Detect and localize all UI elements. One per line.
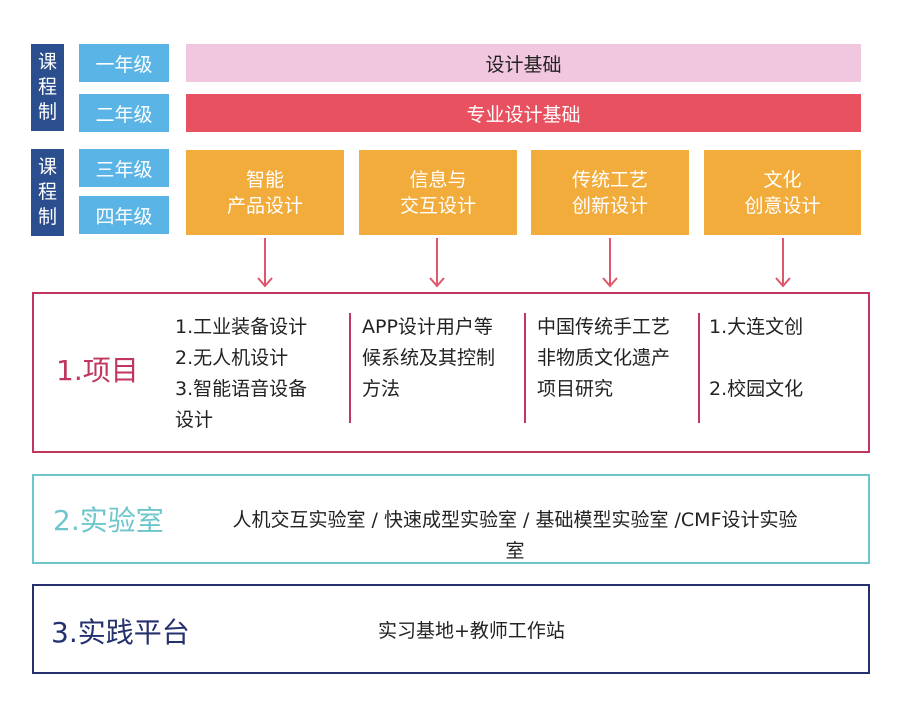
project-line: 方法 <box>362 378 401 400</box>
project-line: 非物质文化遗产 <box>537 347 671 369</box>
course-line: 文化 <box>763 168 802 191</box>
label-char: 程 <box>37 76 57 98</box>
course-line: 智能 <box>245 168 284 191</box>
arrow-down-icon <box>775 238 791 288</box>
grade-2-label: 二年级 <box>79 94 169 132</box>
platform-content: 实习基地+教师工作站 <box>378 620 565 642</box>
lab-line: 室 <box>505 540 525 562</box>
project-line: 项目研究 <box>537 378 614 400</box>
platform-title: 3.实践平台 <box>51 616 190 649</box>
column-divider <box>349 313 351 423</box>
project-line <box>709 343 859 374</box>
arrow-down-icon <box>602 238 618 288</box>
label-char: 制 <box>37 206 57 228</box>
curriculum-label-bottom: 课 程 制 <box>31 149 64 236</box>
platform-section <box>32 584 870 674</box>
label-char: 制 <box>37 101 57 123</box>
label-char: 课 <box>37 51 57 73</box>
project-line: 中国传统手工艺 <box>537 316 671 338</box>
grade-4-label: 四年级 <box>79 196 169 234</box>
grade-1-label: 一年级 <box>79 44 169 82</box>
projects-column-culture: 1.大连文创 2.校园文化 <box>709 312 859 405</box>
course-line: 创意设计 <box>744 194 821 217</box>
lab-line: 人机交互实验室 / 快速成型实验室 / 基础模型实验室 /CMF设计实验 <box>232 509 798 531</box>
course-smart-product: 智能 产品设计 <box>186 150 344 235</box>
arrow-down-icon <box>257 238 273 288</box>
bar-professional-foundation: 专业设计基础 <box>186 94 861 132</box>
course-cultural-creative: 文化 创意设计 <box>704 150 861 235</box>
course-line: 产品设计 <box>226 194 303 217</box>
course-line: 创新设计 <box>571 194 648 217</box>
arrow-down-icon <box>429 238 445 288</box>
project-line: 设计 <box>175 409 214 431</box>
projects-column-heritage: 中国传统手工艺 非物质文化遗产 项目研究 <box>537 312 697 405</box>
bar-design-foundation: 设计基础 <box>186 44 861 82</box>
projects-column-app: APP设计用户等 候系统及其控制 方法 <box>362 312 522 405</box>
lab-section <box>32 474 870 564</box>
grade-3-label: 三年级 <box>79 149 169 187</box>
column-divider <box>524 313 526 423</box>
course-interaction: 信息与 交互设计 <box>359 150 517 235</box>
project-line: 1.工业装备设计 <box>175 316 308 338</box>
lab-title: 2.实验室 <box>53 504 164 537</box>
course-traditional-craft: 传统工艺 创新设计 <box>531 150 689 235</box>
project-line: 2.校园文化 <box>709 378 804 400</box>
bar-label: 专业设计基础 <box>466 103 581 126</box>
course-line: 交互设计 <box>399 194 476 217</box>
course-line: 信息与 <box>409 168 467 191</box>
project-line: 2.无人机设计 <box>175 347 289 369</box>
label-char: 课 <box>37 156 57 178</box>
project-line: 1.大连文创 <box>709 316 804 338</box>
project-line: APP设计用户等 <box>362 316 493 338</box>
projects-title: 1.项目 <box>56 354 139 387</box>
label-char: 程 <box>37 181 57 203</box>
course-line: 传统工艺 <box>571 168 648 191</box>
project-line: 候系统及其控制 <box>362 347 496 369</box>
projects-column-industrial: 1.工业装备设计 2.无人机设计 3.智能语音设备 设计 <box>175 312 345 436</box>
column-divider <box>698 313 700 423</box>
bar-label: 设计基础 <box>485 53 562 76</box>
curriculum-label-top: 课 程 制 <box>31 44 64 131</box>
lab-content: 人机交互实验室 / 快速成型实验室 / 基础模型实验室 /CMF设计实验 室 <box>195 505 835 567</box>
project-line: 3.智能语音设备 <box>175 378 308 400</box>
projects-section <box>32 292 870 453</box>
